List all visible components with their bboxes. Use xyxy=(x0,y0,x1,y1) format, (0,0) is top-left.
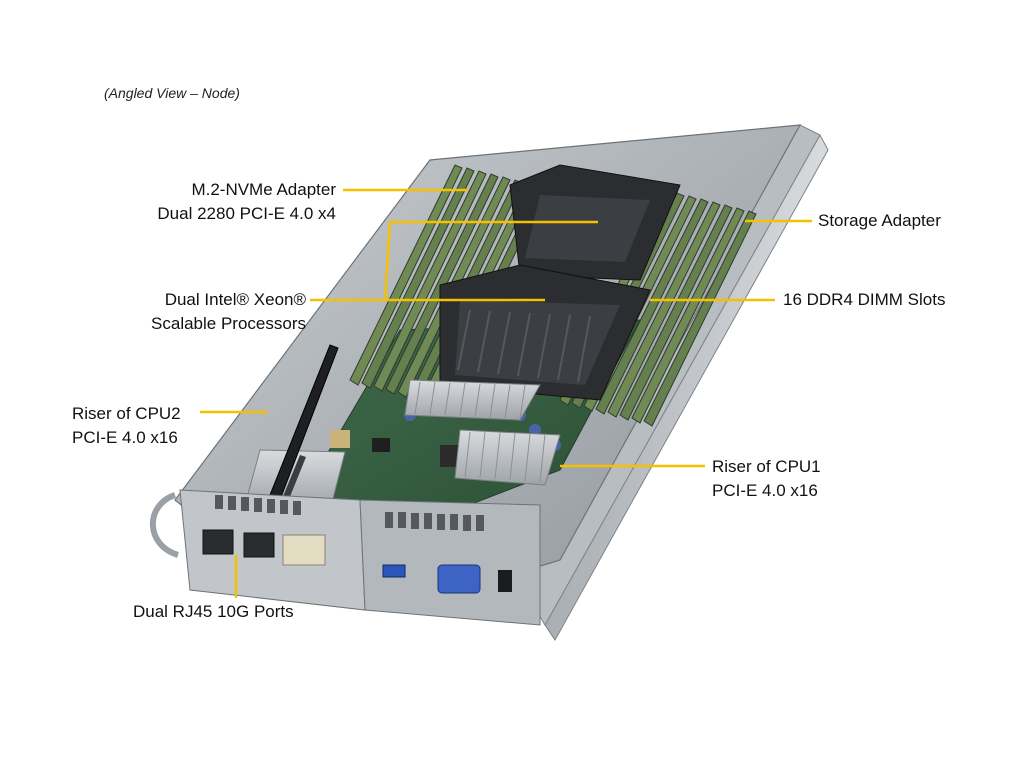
label-line: Scalable Processors xyxy=(151,314,306,333)
label-ddr4-dimm-slots: 16 DDR4 DIMM Slots xyxy=(783,288,945,312)
vga-port xyxy=(437,564,481,594)
label-riser-cpu2: Riser of CPU2 PCI-E 4.0 x16 xyxy=(72,402,181,450)
riser-cpu1-heatsink xyxy=(454,429,561,486)
label-intel-xeon: Dual Intel® Xeon® Scalable Processors xyxy=(151,288,306,336)
label-line: M.2-NVMe Adapter xyxy=(191,180,336,199)
usb-port xyxy=(382,564,406,578)
label-m2-nvme-adapter: M.2-NVMe Adapter Dual 2280 PCI-E 4.0 x4 xyxy=(157,178,336,226)
label-line: PCI-E 4.0 x16 xyxy=(712,481,818,500)
label-storage-adapter: Storage Adapter xyxy=(818,209,941,233)
cpu-heatsink-rear xyxy=(509,164,681,281)
label-riser-cpu1: Riser of CPU1 PCI-E 4.0 x16 xyxy=(712,455,821,503)
view-caption: (Angled View – Node) xyxy=(104,85,240,101)
rj45-port-2 xyxy=(243,532,275,558)
label-line: Dual Intel® Xeon® xyxy=(164,290,306,309)
label-dual-rj45: Dual RJ45 10G Ports xyxy=(133,600,294,624)
label-line: Riser of CPU1 xyxy=(712,457,821,476)
label-line: Storage Adapter xyxy=(818,211,941,230)
front-panel xyxy=(149,489,541,626)
leader-lines xyxy=(200,188,812,598)
leader-xeon-riser xyxy=(383,220,598,301)
label-line: Riser of CPU2 xyxy=(72,404,181,423)
label-line: Dual 2280 PCI-E 4.0 x4 xyxy=(157,204,336,223)
label-line: PCI-E 4.0 x16 xyxy=(72,428,178,447)
rj45-port-1 xyxy=(202,529,234,555)
pch-heatsink xyxy=(404,379,541,421)
label-line: Dual RJ45 10G Ports xyxy=(133,602,294,621)
label-line: 16 DDR4 DIMM Slots xyxy=(783,290,946,309)
